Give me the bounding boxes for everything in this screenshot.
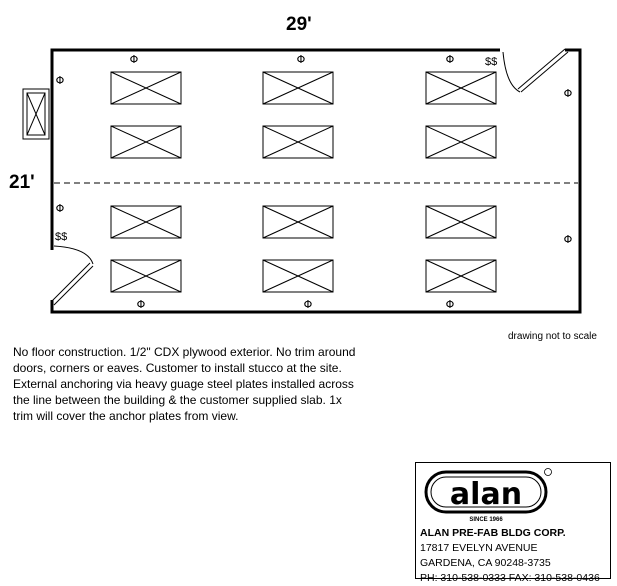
light-fixture [110,125,182,159]
note-line: the line between the building & the cust… [13,393,342,407]
outlet-icon: Φ [446,53,455,66]
outlet-icon: Φ [564,233,573,246]
width-dimension: 29' [286,14,312,35]
outlet-icon: Φ [56,74,65,87]
electrical-outlets: Φ Φ Φ Φ Φ Φ Φ Φ Φ Φ [56,53,573,311]
door-bottom-left [50,245,94,306]
outlet-icon: Φ [137,298,146,311]
switches: $$ $$ [55,56,497,243]
outlet-icon: Φ [304,298,313,311]
window-unit [22,88,50,140]
note-line: External anchoring via heavy guage steel… [13,377,354,391]
outlet-icon: Φ [297,53,306,66]
light-fixture [262,205,334,239]
logo-since: SINCE 1966 [469,517,503,523]
light-fixture [425,205,497,239]
note-line: No floor construction. 1/2" CDX plywood … [13,345,356,359]
exterior-walls [50,48,582,314]
depth-dimension: 21' [9,172,35,193]
construction-notes: No floor construction. 1/2" CDX plywood … [13,344,413,424]
company-street: 17817 EVELYN AVENUE [420,542,538,554]
scale-note: drawing not to scale [508,331,597,342]
logo-text: alan [450,477,522,512]
light-fixture [262,71,334,105]
switch-icon: $$ [485,56,497,68]
light-fixtures [110,71,497,293]
note-line: trim will cover the anchor plates from v… [13,409,239,423]
alan-logo: alan SINCE 1966 [424,468,552,523]
outlet-icon: Φ [130,53,139,66]
note-line: doors, corners or eaves. Customer to ins… [13,361,342,375]
light-fixture [262,125,334,159]
light-fixture [425,71,497,105]
outlet-icon: Φ [564,87,573,100]
company-name: ALAN PRE-FAB BLDG CORP. [420,527,566,539]
floor-plan: Φ Φ Φ Φ Φ Φ Φ Φ Φ Φ $$ $$ [22,48,582,314]
company-city: GARDENA, CA 90248-3735 [420,557,551,569]
light-fixture [425,125,497,159]
light-fixture [110,71,182,105]
company-info: ALAN PRE-FAB BLDG CORP. 17817 EVELYN AVE… [420,526,600,586]
light-fixture [110,205,182,239]
outlet-icon: Φ [446,298,455,311]
light-fixture [262,259,334,293]
company-phone-fax: PH: 310-538-0333 FAX: 310-538-0436 [420,572,600,584]
outlet-icon: Φ [56,202,65,215]
light-fixture [425,259,497,293]
door-top-right [502,48,569,93]
title-block: alan SINCE 1966 ALAN PRE-FAB BLDG CORP. … [415,462,611,584]
switch-icon: $$ [55,231,67,243]
light-fixture [110,259,182,293]
